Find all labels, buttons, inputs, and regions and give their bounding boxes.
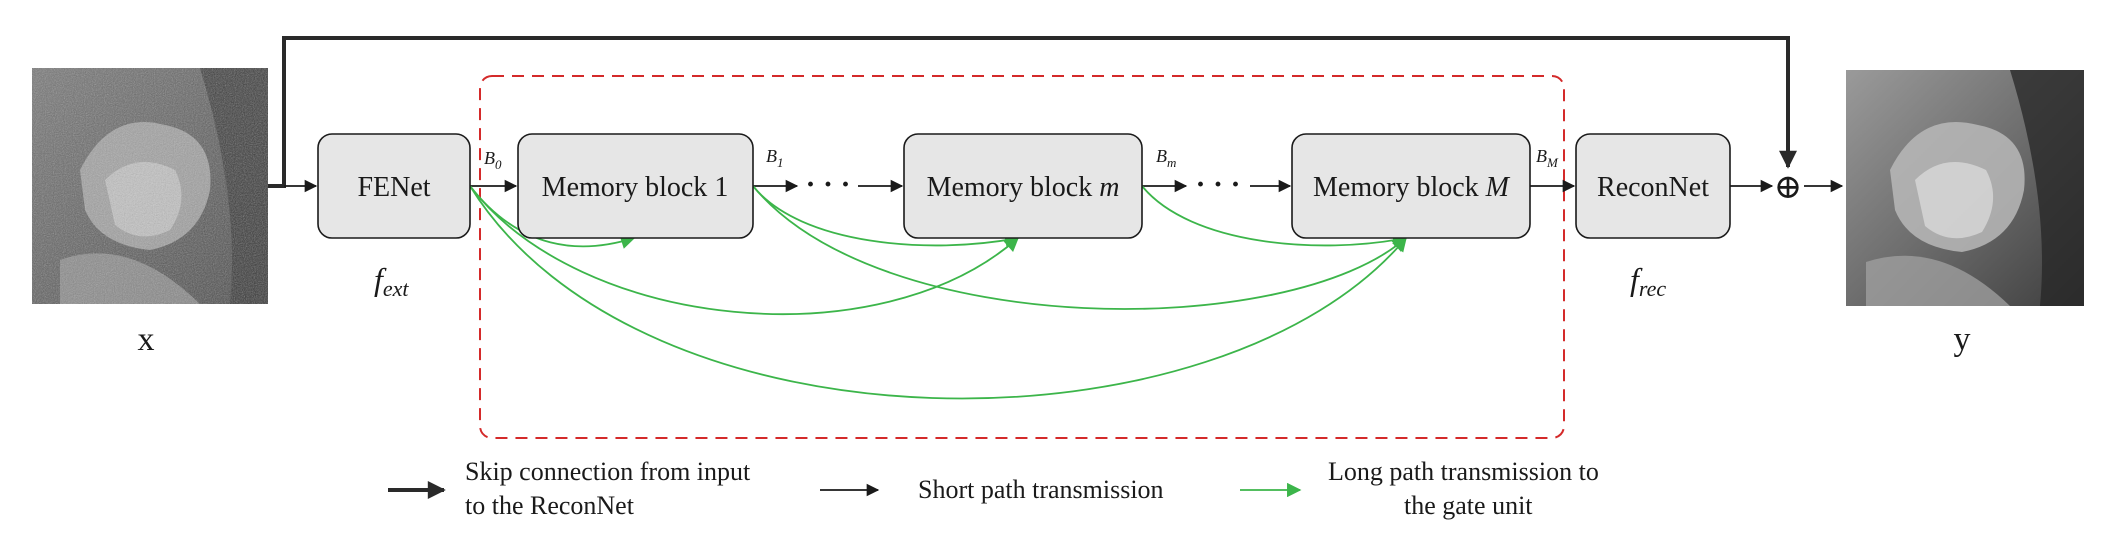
legend-skip-line1: Skip connection from input <box>465 457 751 486</box>
memory-block-m-prefix: Memory block <box>927 172 1093 203</box>
memory-block-m-suffix: m <box>1099 172 1119 203</box>
fenet-box: FENet <box>317 133 471 239</box>
ellipsis-1: · · · <box>805 168 850 201</box>
memory-block-M-suffix: M <box>1485 172 1511 203</box>
memory-block-m: Memory block m <box>903 133 1143 239</box>
bm-label: Bm <box>1156 146 1176 170</box>
fenet-label: FENet <box>357 172 430 203</box>
long-path-block1-blockM <box>752 185 1408 310</box>
input-label: x <box>138 321 155 358</box>
memory-block-M-prefix: Memory block <box>1313 172 1479 203</box>
long-path-fenet-blockM <box>469 185 1407 400</box>
reconnet-box: ReconNet <box>1575 133 1731 239</box>
sum-node-icon: ⊕ <box>1774 169 1803 206</box>
legend-long-line2: the gate unit <box>1404 491 1533 520</box>
legend-short-line1: Short path transmission <box>918 475 1164 504</box>
b0-label: B0 <box>484 148 502 172</box>
memory-region <box>479 75 1565 439</box>
memory-block-M: Memory block M <box>1291 133 1531 239</box>
memory-block-1: Memory block 1 <box>517 133 754 239</box>
input-image <box>32 68 268 304</box>
b1-label: B1 <box>766 146 784 170</box>
reconnet-label: ReconNet <box>1597 172 1709 203</box>
ellipsis-2: · · · <box>1195 168 1240 201</box>
reconnet-func-label: frec <box>1630 261 1666 301</box>
svg-text:Memory block M: Memory block M <box>1313 172 1511 203</box>
memory-block-1-prefix: Memory block <box>542 172 708 203</box>
long-path-fenet-blockm <box>469 185 1020 316</box>
skip-connection-arrow <box>268 36 1797 188</box>
legend-long-line1: Long path transmission to <box>1328 457 1599 486</box>
long-path-blockm-blockM <box>1141 185 1408 248</box>
fenet-func-label: fext <box>374 261 409 301</box>
memory-block-1-suffix: 1 <box>714 172 728 203</box>
long-path-block1-blockm <box>752 185 1020 248</box>
legend-skip-line2: to the ReconNet <box>465 491 635 520</box>
bM-label: BM <box>1536 146 1559 170</box>
svg-text:Memory block 1: Memory block 1 <box>542 172 729 203</box>
legend: Skip connection from input to the ReconN… <box>388 457 1599 520</box>
output-label: y <box>1954 321 1971 358</box>
svg-text:Memory block m: Memory block m <box>927 172 1120 203</box>
output-image <box>1846 70 2084 306</box>
